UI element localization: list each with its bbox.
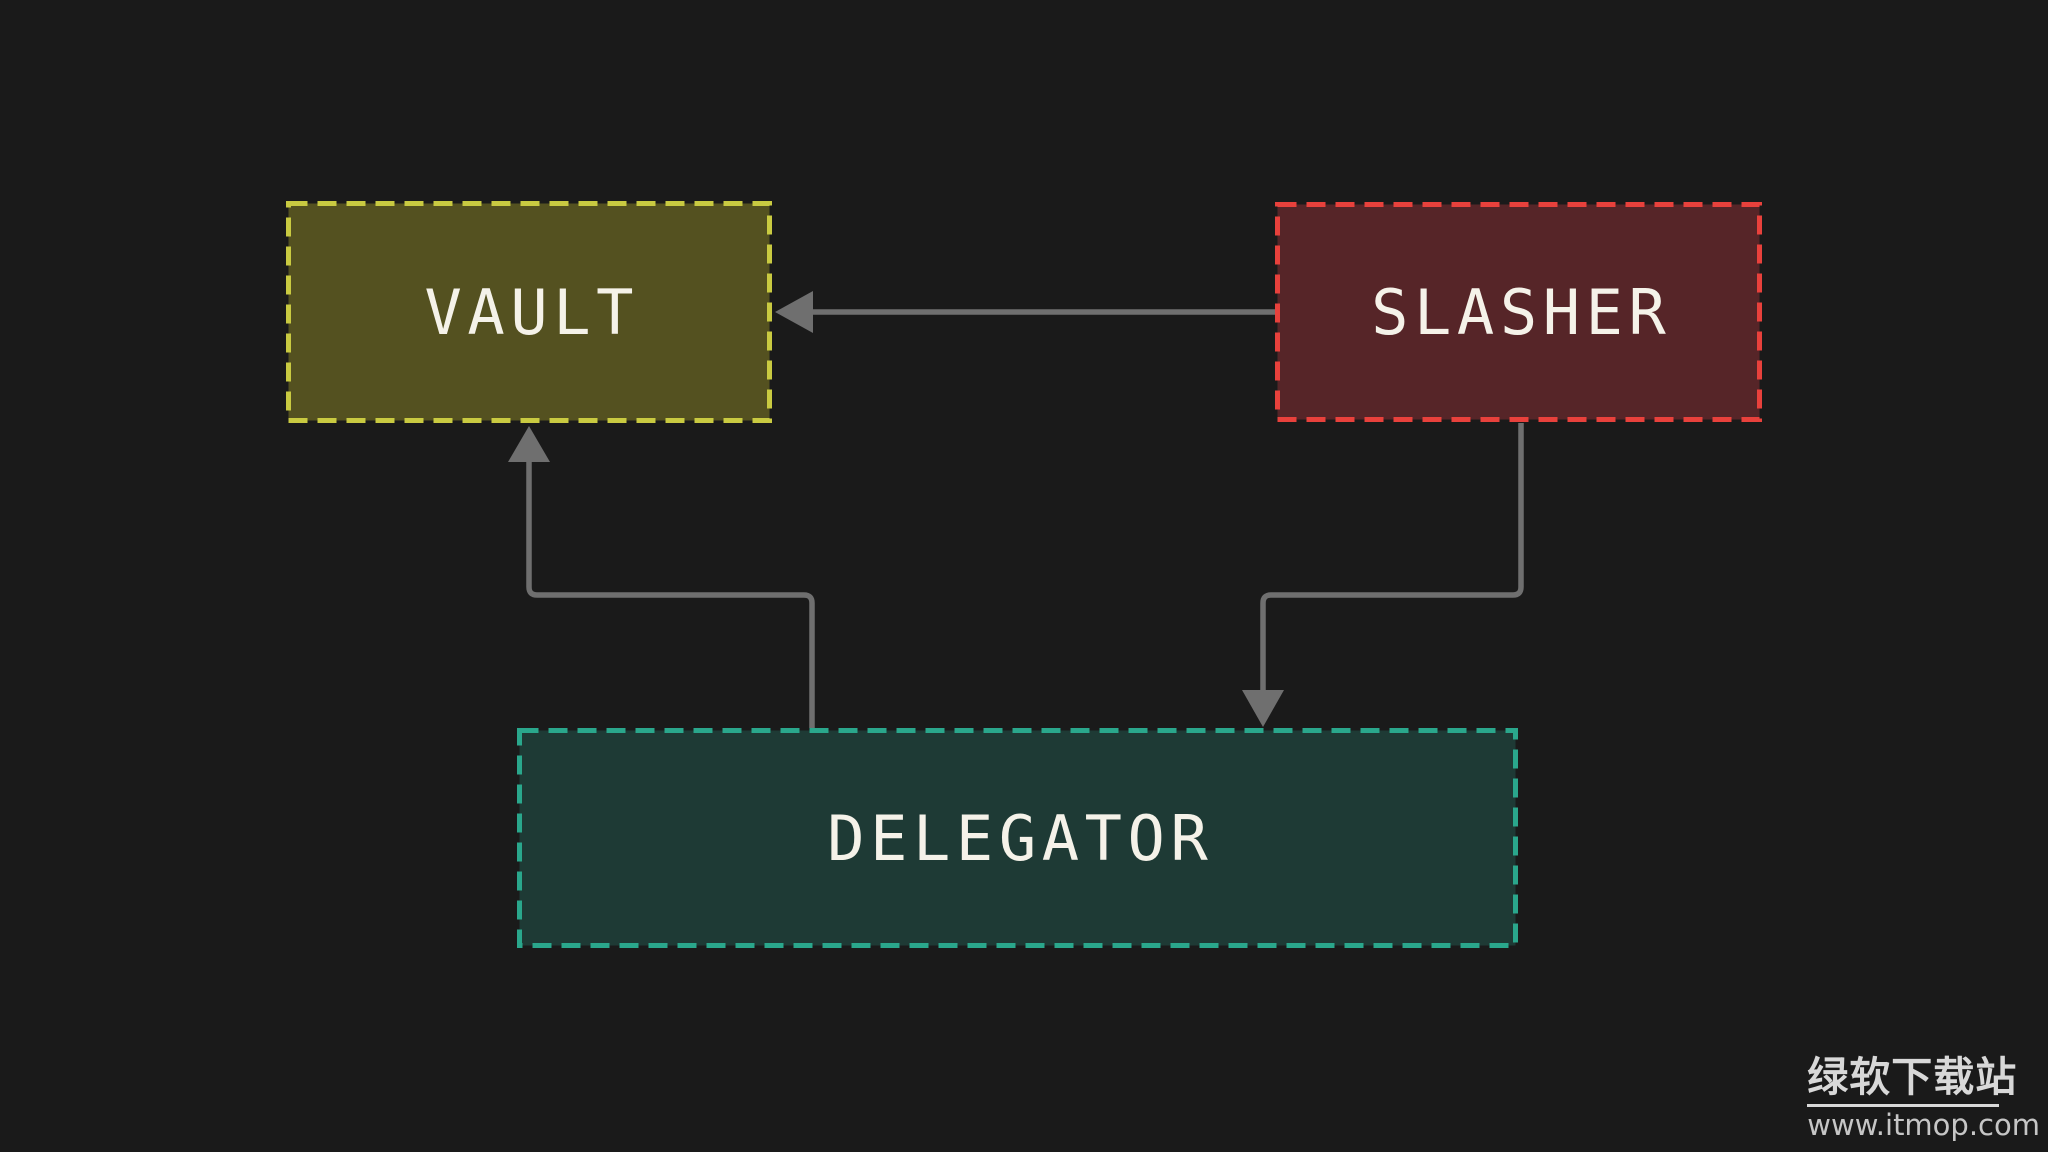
node-slasher-box: [1275, 202, 1762, 422]
edge-slasher-to-delegator: [1242, 423, 1524, 727]
watermark-site-name: 绿软下载站: [1807, 1053, 2018, 1101]
watermark: 绿软下载站 www.itmop.com: [1807, 1057, 2040, 1140]
watermark-divider: [1807, 1104, 2000, 1107]
watermark-url: www.itmop.com: [1807, 1108, 2040, 1142]
edge-delegator-to-vault: [508, 426, 815, 728]
node-delegator-box: [517, 728, 1518, 948]
arrowhead-up-icon: [508, 426, 550, 462]
node-vault-box: [286, 201, 772, 423]
edge-slasher-to-vault: [775, 291, 1275, 333]
arrowhead-left-icon: [775, 291, 813, 333]
arrowhead-down-icon: [1242, 690, 1284, 727]
edge-line: [1260, 423, 1524, 692]
edge-line: [526, 458, 815, 728]
